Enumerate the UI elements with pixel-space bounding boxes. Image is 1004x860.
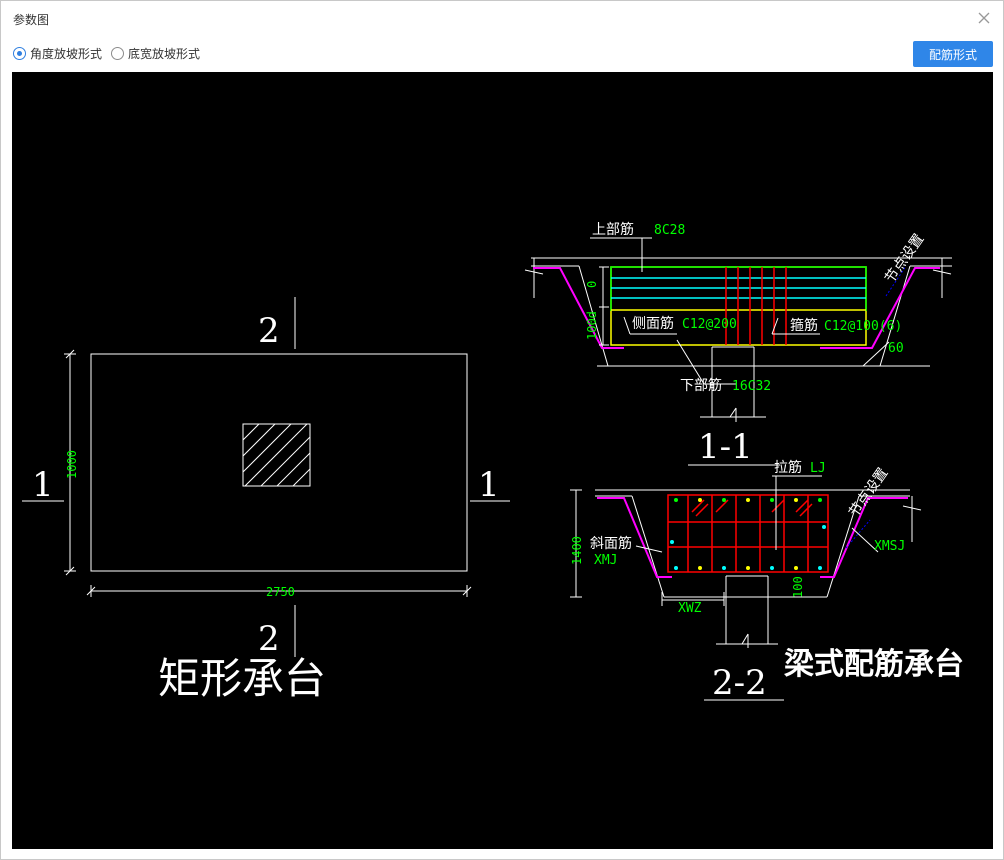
section-1-left-dims bbox=[599, 266, 609, 346]
section-1-node-label: 节点设置 bbox=[882, 231, 927, 286]
section-2-right-dim: 100 bbox=[791, 576, 805, 598]
drawing-canvas: .w { stroke:#ffffff; stroke-width:1; fil… bbox=[12, 72, 993, 849]
section-1-top-bar-label: 上部筋 bbox=[592, 221, 634, 238]
section-1-dim-zero: 0 bbox=[585, 281, 599, 288]
column-outline bbox=[242, 423, 311, 487]
radio-width-slope-label: 底宽放坡形式 bbox=[128, 47, 201, 61]
cad-drawing: .w { stroke:#ffffff; stroke-width:1; fil… bbox=[22, 221, 964, 703]
section-1-bottom-bar-label: 下部筋 bbox=[680, 377, 722, 394]
rect-cap-title: 矩形承台 bbox=[158, 654, 326, 703]
section-1-outline bbox=[524, 257, 952, 422]
section-1-side-bar-value: C12@200 bbox=[682, 317, 737, 332]
rect-cap-plan: 1000 2750 2 2 1 1 矩形承台 bbox=[22, 297, 510, 703]
rebar-form-button[interactable]: 配筋形式 bbox=[913, 41, 993, 67]
section-2-slope-bar-value: XMJ bbox=[594, 553, 617, 568]
section-1-bottom-bar-value: 16C32 bbox=[732, 379, 771, 394]
section-2-slope-bar-label: 斜面筋 bbox=[590, 535, 632, 552]
rect-height-value: 1000 bbox=[65, 450, 79, 479]
section-1-stirrup-label: 箍筋 bbox=[790, 317, 818, 334]
section-1-right-label: 1 bbox=[478, 465, 500, 505]
radio-angle-slope-label: 角度放坡形式 bbox=[30, 47, 103, 61]
section-2-leaders bbox=[635, 475, 879, 553]
radio-angle-slope[interactable]: 角度放坡形式 bbox=[13, 45, 102, 62]
section-2-rebar-grid bbox=[667, 494, 829, 573]
toolbar: 角度放坡形式 底宽放坡形式 配筋形式 bbox=[1, 37, 1003, 71]
column-hatch bbox=[242, 423, 311, 487]
section-1-1: 0 100d 上部筋 8C28 节点设置 侧面筋 bbox=[524, 221, 952, 467]
radio-width-slope-indicator bbox=[111, 47, 124, 60]
beam-cap-title: 梁式配筋承台 bbox=[784, 647, 964, 682]
window-title: 参数图 bbox=[13, 13, 50, 27]
section-2-tie-label: 拉筋 bbox=[774, 459, 802, 476]
section-1-title: 1-1 bbox=[698, 427, 753, 467]
width-dimension bbox=[86, 585, 472, 597]
section-1-top-bar-value: 8C28 bbox=[654, 223, 685, 238]
section-1-stirrups bbox=[725, 267, 787, 345]
section-1-dim-100d: 100d bbox=[585, 311, 599, 340]
close-icon bbox=[978, 12, 990, 24]
height-dimension bbox=[64, 349, 76, 576]
section-1-leaders bbox=[590, 237, 890, 385]
section-1-side-bar-label: 侧面筋 bbox=[632, 315, 674, 332]
close-button[interactable] bbox=[973, 7, 995, 29]
section-2-rebar-dots bbox=[670, 498, 826, 570]
section-1-angle: 60 bbox=[888, 341, 904, 356]
rect-outline bbox=[90, 353, 468, 572]
section-1-slope-bars bbox=[533, 267, 940, 349]
section-2-node-label: 节点设置 bbox=[846, 465, 891, 520]
title-bar: 参数图 bbox=[1, 1, 1003, 37]
section-2-outline bbox=[570, 489, 922, 648]
rect-width-value: 2750 bbox=[266, 585, 295, 599]
section-1-stirrup-value: C12@100(6) bbox=[824, 319, 902, 334]
section-1-left-label: 1 bbox=[32, 465, 54, 505]
section-2-top-label: 2 bbox=[258, 311, 280, 351]
radio-width-slope[interactable]: 底宽放坡形式 bbox=[111, 45, 200, 62]
section-2-bottom-value: XWZ bbox=[678, 601, 702, 616]
section-2-bottom-label: 2 bbox=[258, 619, 280, 659]
section-2-title: 2-2 bbox=[712, 663, 767, 703]
section-2-tie-value: LJ bbox=[810, 461, 826, 476]
section-2-height-value: 1400 bbox=[570, 536, 584, 565]
section-2-slope-bars bbox=[597, 497, 908, 578]
section-2-slope-side-value: XMSJ bbox=[874, 539, 905, 554]
radio-angle-slope-indicator bbox=[13, 47, 26, 60]
